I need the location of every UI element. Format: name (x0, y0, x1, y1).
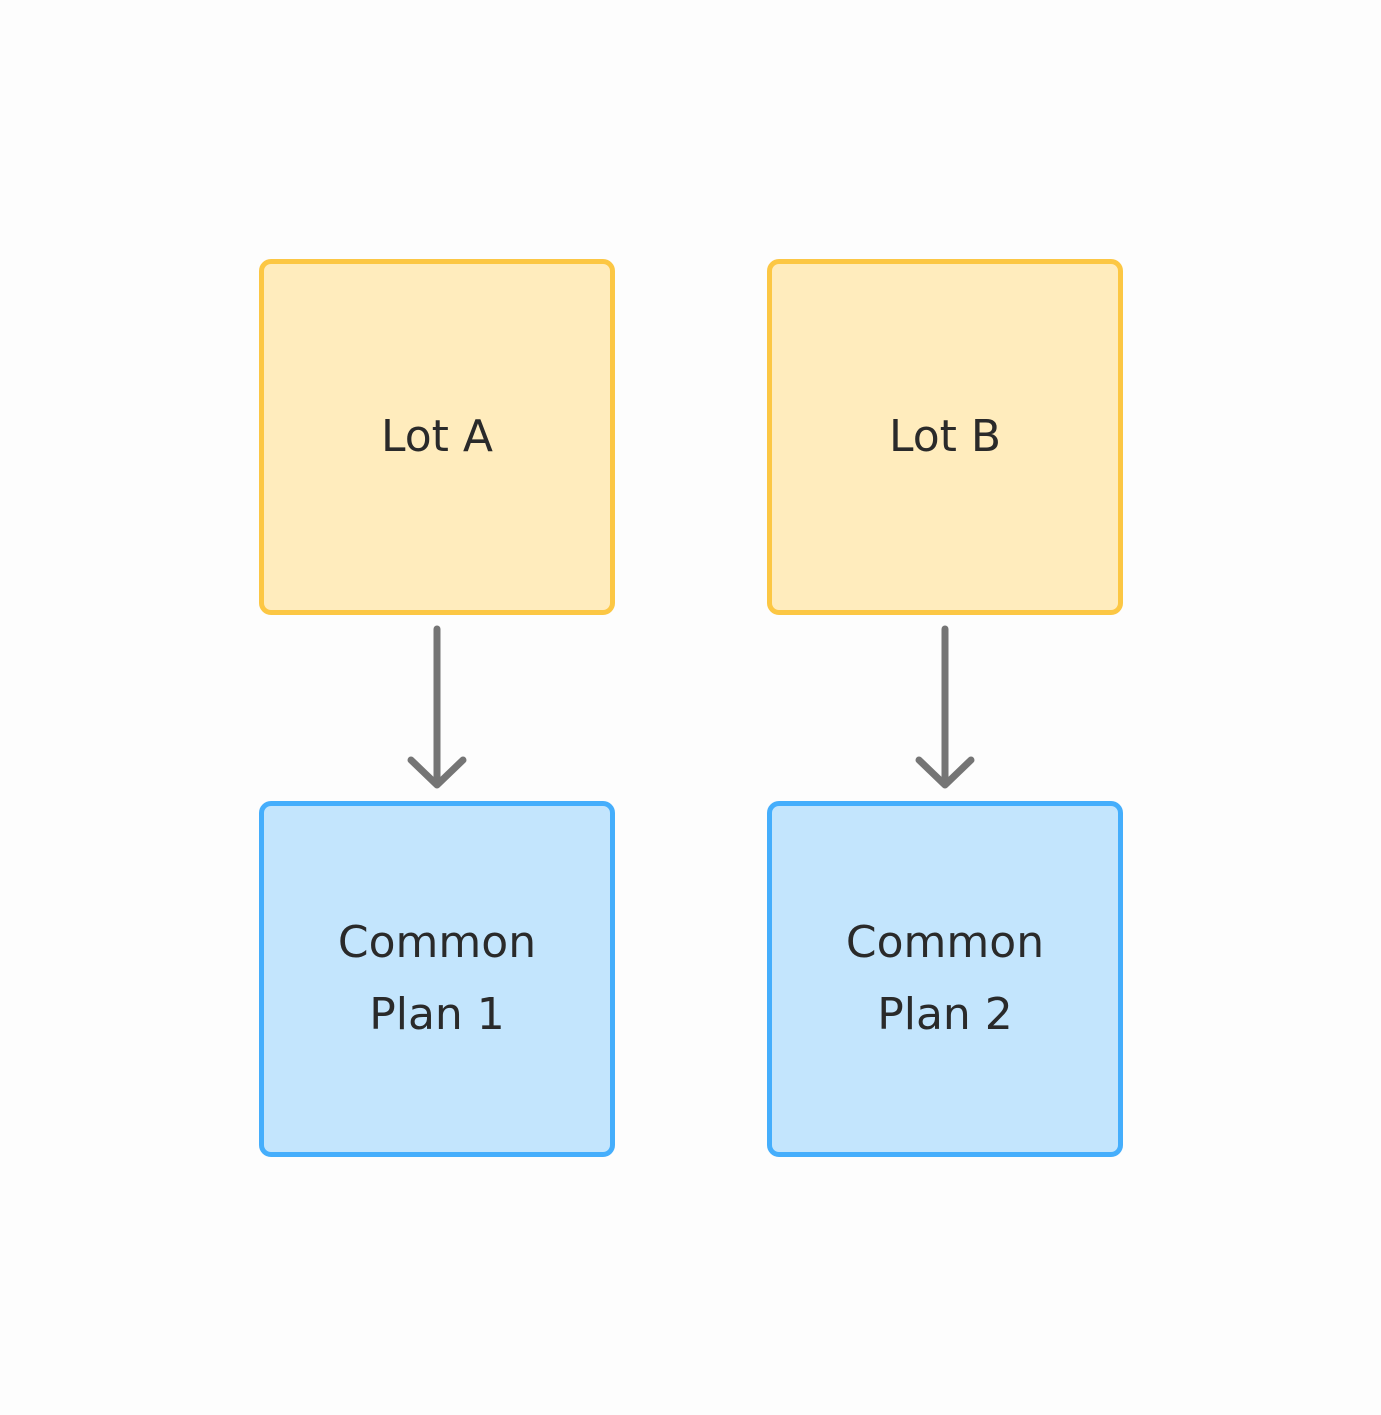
node-lot-a: Lot A (259, 259, 615, 615)
node-common-plan-1: Common Plan 1 (259, 801, 615, 1157)
node-lot-b-label: Lot B (888, 411, 1002, 462)
node-common-plan-2-label: Common Plan 2 (845, 917, 1045, 1040)
node-lot-a-label: Lot A (381, 411, 493, 462)
node-common-plan-1-label: Common Plan 1 (337, 917, 537, 1040)
node-lot-b: Lot B (767, 259, 1123, 615)
arrow-lot-a-to-plan-1 (407, 625, 467, 789)
node-common-plan-2: Common Plan 2 (767, 801, 1123, 1157)
arrow-lot-b-to-plan-2 (915, 625, 975, 789)
